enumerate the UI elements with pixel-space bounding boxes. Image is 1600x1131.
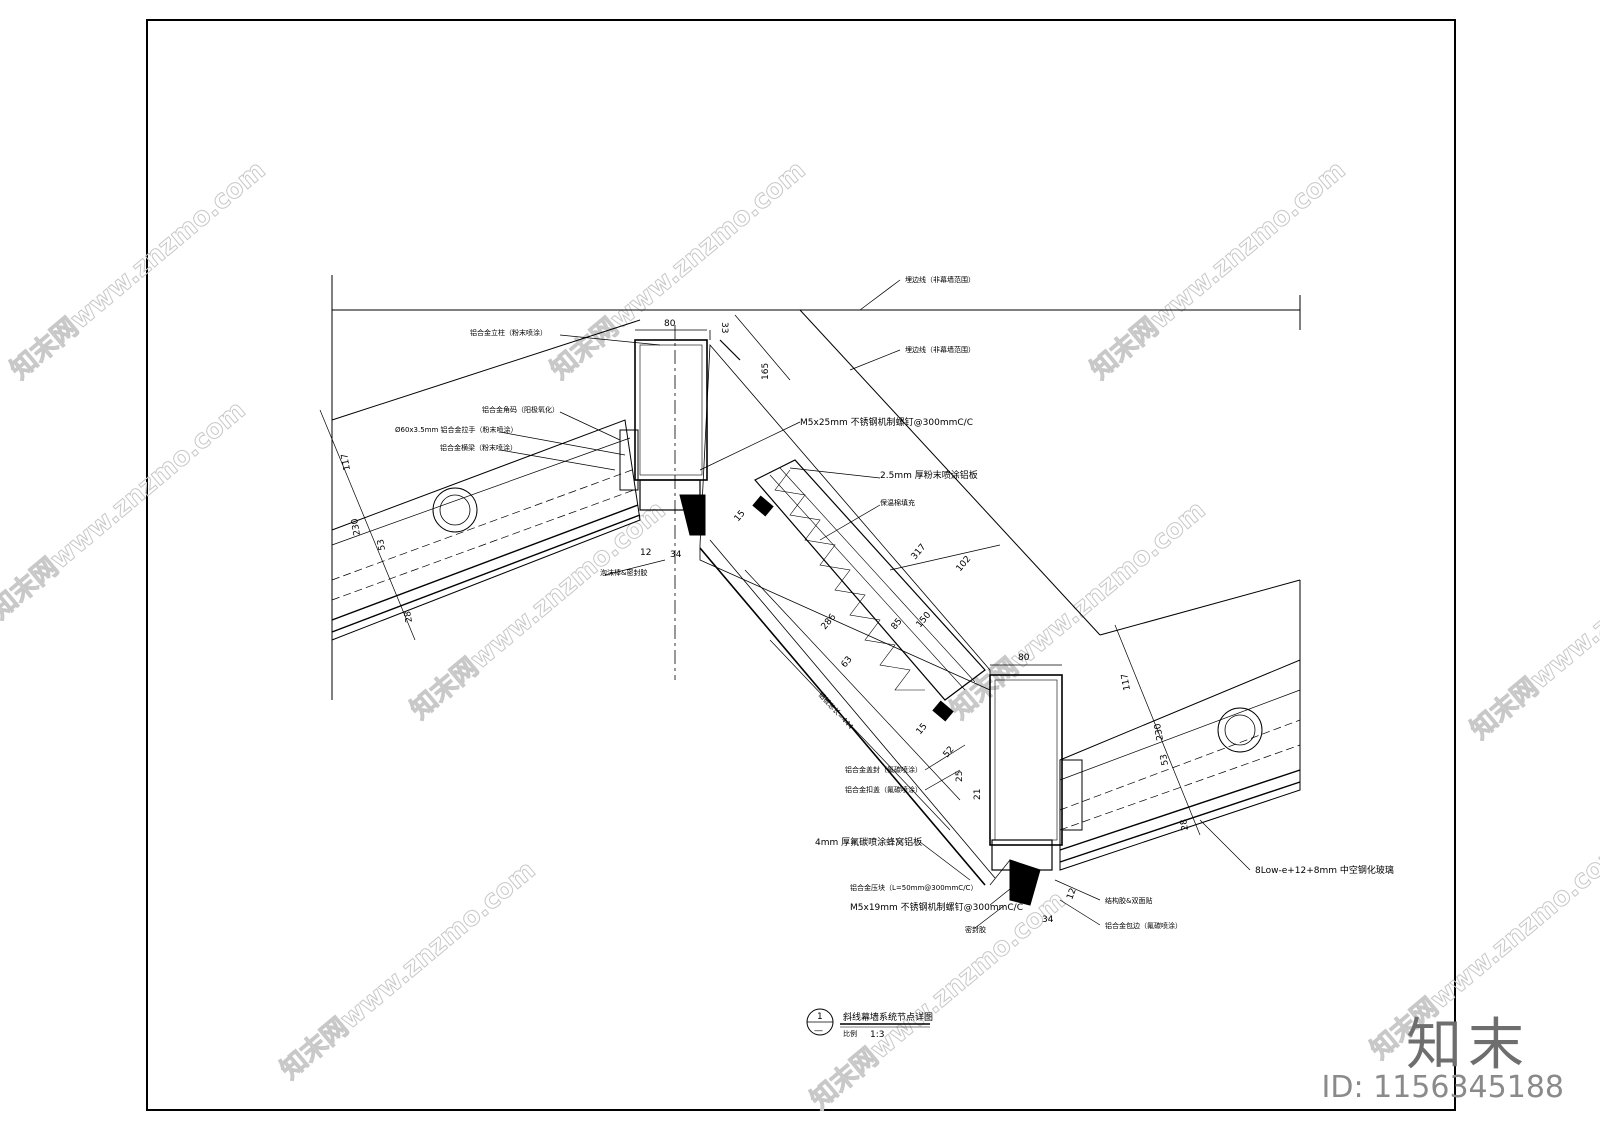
title-scale-label: 比例 [843,1029,857,1038]
dim-21: 21 [973,789,983,800]
label-boundary-top: 埋边线（非幕墙范围） [905,275,975,284]
dim-80-bot: 80 [1018,653,1030,663]
dim-150: 150 [915,610,934,630]
label-panel-frame: 铝合金横梁（粉末喷涂） [440,443,517,452]
brand-logo: 知末 [1406,1013,1530,1078]
watermark-text: 知末网www.znzmo.com [805,885,1071,1115]
dim-63: 63 [840,655,855,670]
dim-317: 317 [910,542,929,562]
label-screw-m5x19: M5x19mm 不锈钢机制螺钉@300mmC/C [850,901,1023,913]
watermark-text: 知末网www.znzmo.com [5,155,271,385]
watermark-text: 知末网www.znzmo.com [0,395,251,625]
dim-117-left: 117 [340,453,353,472]
title-scale-value: 1:3 [870,1030,884,1040]
watermark-layer: 知末网www.znzmo.com 知末网www.znzmo.com 知末网www… [0,155,1600,1116]
label-seal-left: 泡沫棒&密封胶 [600,568,647,577]
label-insulation: 保温棉填充 [880,498,915,507]
dim-34-right: 34 [1042,915,1054,925]
dim-12-right: 12 [1065,887,1078,901]
dim-230-right: 230 [1153,722,1166,741]
title-index-sub: — [814,1026,823,1036]
label-panel-4mm: 4mm 厚氟碳喷涂蜂窝铝板 [815,836,922,848]
dim-15b: 15 [915,722,930,737]
diagonal-panel [699,339,996,886]
watermark-text: 知末网www.znzmo.com [545,155,811,385]
dimension-lines [319,314,1201,836]
dim-53-left: 53 [376,538,388,551]
watermark-text: 知末网www.znzmo.com [275,855,541,1085]
dim-102: 102 [955,554,974,574]
dim-25: 25 [955,771,965,782]
label-tube: Ø60x3.5mm 铝合金拉手（粉末喷涂） [395,425,518,434]
label-pressure-cap: 铝合金盖封（氟碳喷涂） [845,765,922,774]
dim-28-left: 28 [403,610,415,623]
label-buckle-cap: 铝合金扣盖（氟碳喷涂） [845,785,922,794]
dim-15a: 15 [733,509,748,524]
leader-lines [499,279,1251,929]
title-block: 1 — 斜线幕墙系统节点详图 比例 1:3 [806,1008,933,1040]
watermark-text: 知末网www.znzmo.com [1085,155,1351,385]
label-glass: 8Low-e+12+8mm 中空钢化玻璃 [1255,864,1394,876]
dim-85: 85 [890,617,905,632]
label-sealant: 密封胶 [965,925,986,934]
label-panel-25: 2.5mm 厚粉末喷涂铝板 [880,469,978,481]
annotation-labels: 埋边线（非幕墙范围） 埋边线（非幕墙范围） 铝合金立柱（粉末喷涂） 铝合金角码（… [395,275,1394,934]
label-angle: 铝合金角码（阳极氧化） [482,405,559,414]
label-screw-m5x25: M5x25mm 不锈钢机制螺钉@300mmC/C [800,416,973,428]
left-glass-unit [331,419,641,641]
label-total-len: 铝板总长=444 [817,690,856,731]
dim-12: 12 [640,548,651,558]
watermark-text: 知末网www.znzmo.com [945,495,1211,725]
watermark-text: 知末网www.znzmo.com [1465,515,1600,745]
title-text: 斜线幕墙系统节点详图 [843,1011,933,1023]
boundary-lines [331,275,1301,700]
dim-33: 33 [719,322,729,333]
dim-52: 52 [942,745,957,760]
label-structural-glue: 结构胶&双面贴 [1105,896,1152,905]
label-boundary-mid: 埋边线（非幕墙范围） [905,345,975,354]
dim-80-top: 80 [664,319,676,329]
label-mullion: 铝合金立柱（粉末喷涂） [470,328,547,337]
image-id: ID: 1156345188 [1321,1070,1564,1105]
right-mullion [989,674,1083,906]
right-glass-unit [1059,659,1301,871]
title-index-num: 1 [817,1012,823,1022]
dim-165: 165 [761,363,771,380]
label-edge-cover: 铝合金包边（氟碳喷涂） [1105,921,1182,930]
left-mullion [619,325,711,680]
dim-117-right: 117 [1120,673,1133,692]
dim-34-left: 34 [670,550,682,560]
dim-53-right: 53 [1159,753,1171,766]
dim-230-left: 230 [350,517,363,536]
label-pressure-plate: 铝合金压块（L=50mm@300mmC/C） [850,883,977,892]
drawing-frame [146,19,1456,1111]
dim-28-right: 28 [1179,818,1191,831]
